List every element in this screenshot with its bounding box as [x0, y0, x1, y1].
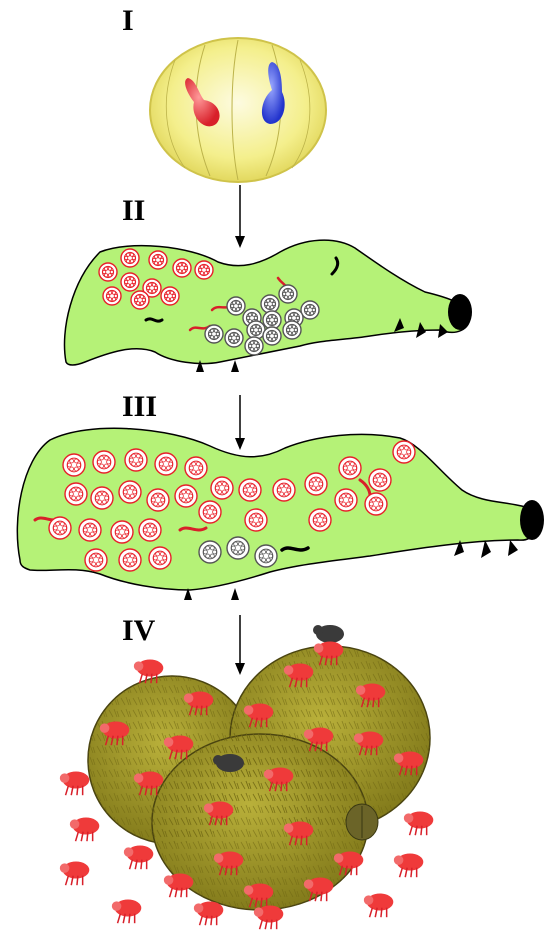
- stage-label-iv: IV: [122, 616, 155, 646]
- spore-cyst-icon: [85, 549, 107, 571]
- mite-icon: [254, 905, 283, 929]
- mite-icon: [164, 873, 193, 897]
- spore-cyst-icon: [149, 547, 171, 569]
- spore-cyst-icon: [283, 321, 301, 339]
- mite-icon: [124, 845, 153, 869]
- stage-label-i: I: [122, 6, 134, 36]
- spore-cyst-icon: [255, 545, 277, 567]
- spore-cyst-icon: [227, 297, 245, 315]
- spore-cyst-icon: [339, 457, 361, 479]
- spore-cyst-icon: [63, 454, 85, 476]
- arrow-down-icon: [235, 185, 245, 248]
- spore-cyst-icon: [119, 481, 141, 503]
- spore-cyst-icon: [173, 259, 191, 277]
- spore-cyst-icon: [247, 321, 265, 339]
- spore-cyst-icon: [147, 489, 169, 511]
- stage-label-iii: III: [122, 392, 157, 422]
- spore-cyst-icon: [125, 449, 147, 471]
- spore-cyst-icon: [185, 457, 207, 479]
- mite-icon: [404, 811, 433, 835]
- beetle-icon: [313, 625, 344, 643]
- spore-cyst-icon: [111, 521, 133, 543]
- spore-cyst-icon: [261, 295, 279, 313]
- spore-cyst-icon: [305, 473, 327, 495]
- egg-icon: [150, 38, 326, 182]
- mite-icon: [194, 901, 223, 925]
- spore-cyst-icon: [279, 285, 297, 303]
- spore-cyst-icon: [205, 325, 223, 343]
- spore-cyst-icon: [245, 509, 267, 531]
- spore-cyst-icon: [369, 469, 391, 491]
- spore-cyst-icon: [91, 487, 113, 509]
- spore-cyst-icon: [199, 501, 221, 523]
- spore-cyst-icon: [121, 273, 139, 291]
- spore-cyst-icon: [273, 479, 295, 501]
- spore-cyst-icon: [335, 489, 357, 511]
- spore-cyst-icon: [227, 537, 249, 559]
- spore-cyst-icon: [309, 509, 331, 531]
- cadaver: [60, 625, 433, 929]
- spore-cyst-icon: [393, 441, 415, 463]
- mite-icon: [60, 771, 89, 795]
- mite-icon: [364, 893, 393, 917]
- spore-cyst-icon: [263, 311, 281, 329]
- spore-cyst-icon: [99, 263, 117, 281]
- spore-cyst-icon: [365, 493, 387, 515]
- spore-cyst-icon: [119, 549, 141, 571]
- spore-cyst-icon: [49, 517, 71, 539]
- spore-cyst-icon: [131, 291, 149, 309]
- mite-icon: [394, 853, 423, 877]
- spore-cyst-icon: [175, 485, 197, 507]
- spore-cyst-icon: [211, 477, 233, 499]
- spore-cyst-icon: [93, 451, 115, 473]
- spore-cyst-icon: [155, 453, 177, 475]
- larva-large: [17, 428, 544, 600]
- spore-cyst-icon: [225, 329, 243, 347]
- spore-cyst-icon: [103, 287, 121, 305]
- mite-icon: [70, 817, 99, 841]
- arrow-down-icon: [235, 615, 245, 675]
- spore-cyst-icon: [195, 261, 213, 279]
- spore-cyst-icon: [149, 251, 167, 269]
- spore-cyst-icon: [199, 541, 221, 563]
- spore-cyst-icon: [121, 249, 139, 267]
- egg: [150, 38, 326, 182]
- spore-cyst-icon: [139, 519, 161, 541]
- stage-label-ii: II: [122, 196, 145, 226]
- larva-small: [64, 240, 472, 372]
- spore-cyst-icon: [79, 519, 101, 541]
- arrow-down-icon: [235, 395, 245, 450]
- mite-icon: [60, 861, 89, 885]
- beetle-icon: [346, 804, 378, 840]
- spore-cyst-icon: [245, 337, 263, 355]
- spore-cyst-icon: [263, 327, 281, 345]
- spore-cyst-icon: [301, 301, 319, 319]
- mite-icon: [112, 899, 141, 923]
- spore-cyst-icon: [239, 479, 261, 501]
- spore-cyst-icon: [161, 287, 179, 305]
- spore-cyst-icon: [65, 483, 87, 505]
